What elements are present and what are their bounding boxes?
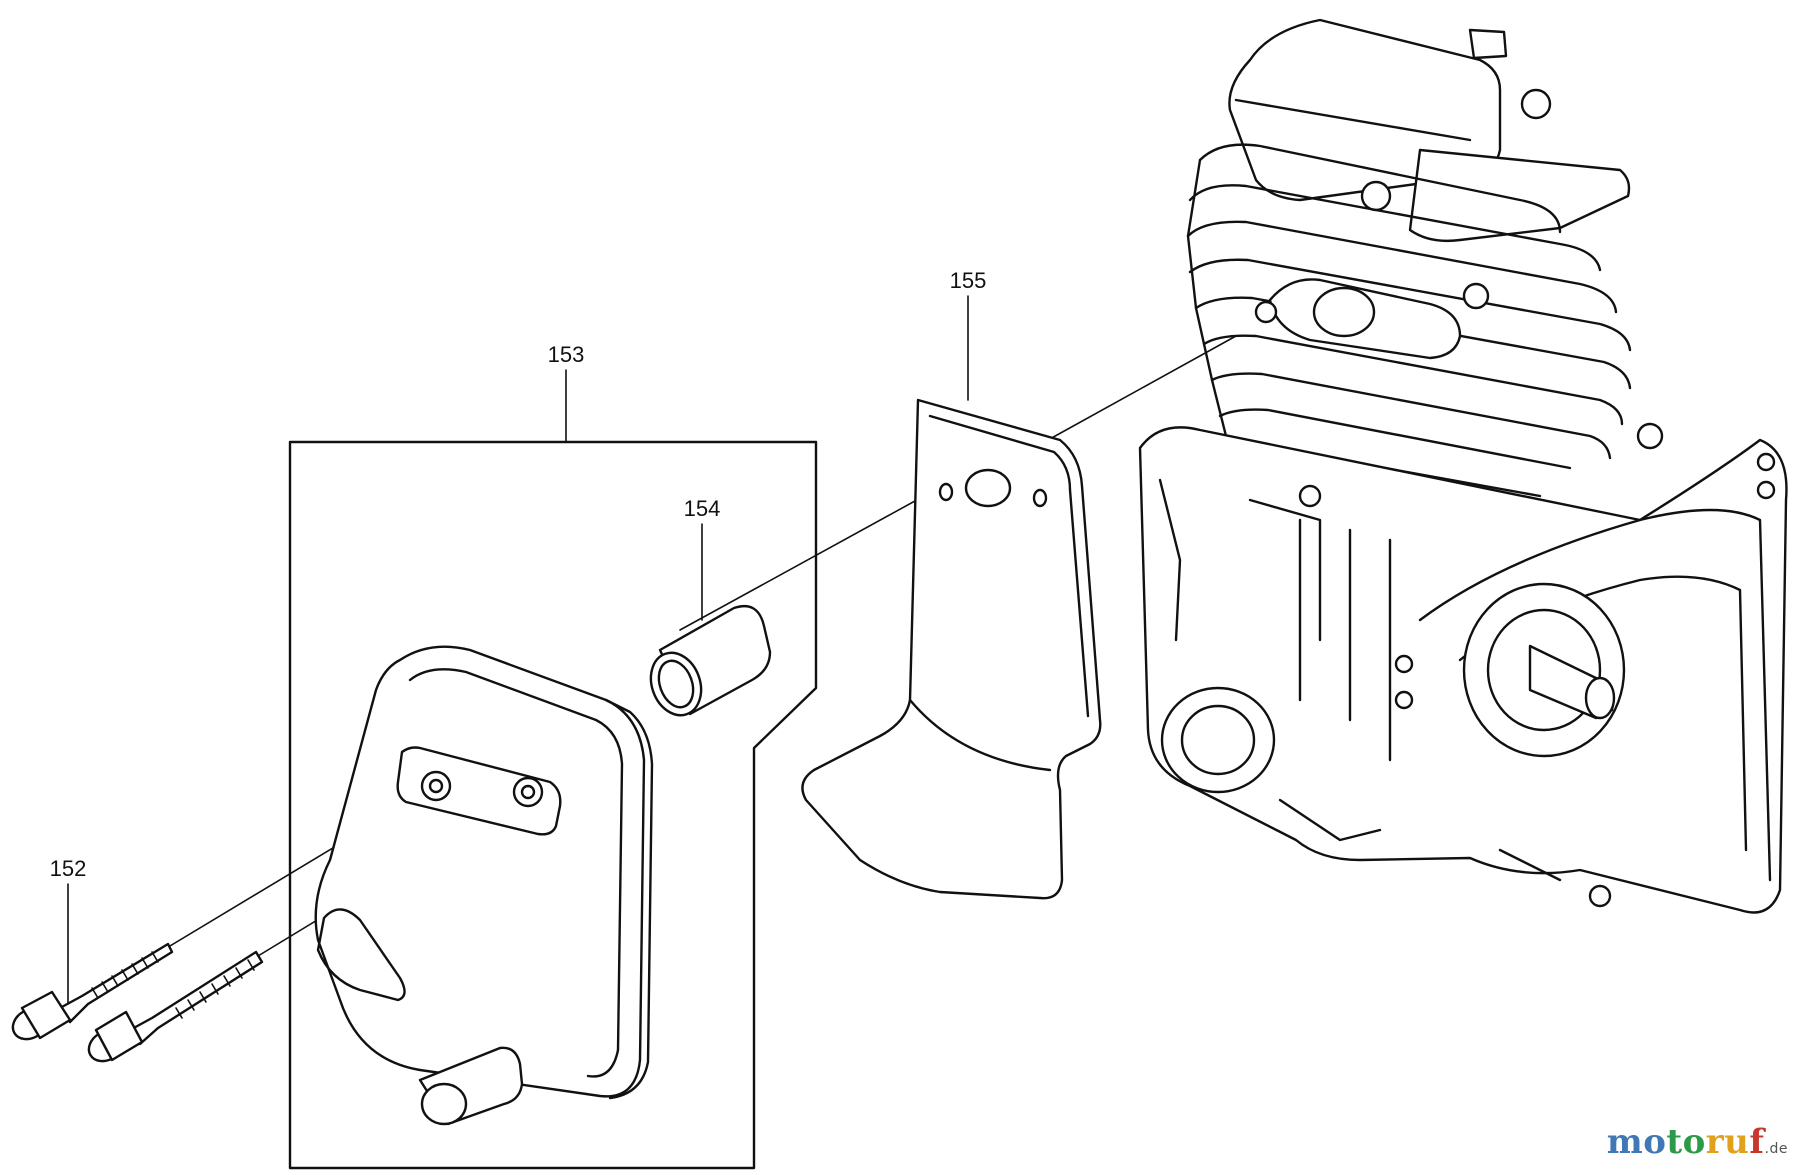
heat-shield-155 bbox=[801, 398, 1102, 900]
bolt-152-lower bbox=[87, 950, 264, 1063]
watermark-part-2: to bbox=[1666, 1122, 1706, 1162]
watermark-suffix: .de bbox=[1764, 1141, 1788, 1157]
callout-155: 155 bbox=[950, 268, 987, 293]
tube-154 bbox=[649, 604, 772, 717]
callout-152: 152 bbox=[50, 856, 87, 881]
watermark-part-3: ru bbox=[1705, 1122, 1750, 1162]
watermark-part-4: f bbox=[1749, 1122, 1765, 1162]
alignment-line-cylinder bbox=[1047, 335, 1237, 441]
muffler-kit-frame bbox=[288, 440, 818, 1170]
callout-154: 154 bbox=[684, 496, 721, 521]
alignment-line-tube bbox=[679, 489, 936, 631]
bolt-152-upper bbox=[11, 942, 174, 1041]
engine-cylinder-crankcase bbox=[1138, 18, 1788, 914]
watermark-logo: motoruf.de bbox=[1607, 1122, 1788, 1162]
muffler-153 bbox=[314, 645, 654, 1126]
callout-153: 153 bbox=[548, 342, 585, 367]
watermark-part-1: mo bbox=[1606, 1122, 1667, 1162]
